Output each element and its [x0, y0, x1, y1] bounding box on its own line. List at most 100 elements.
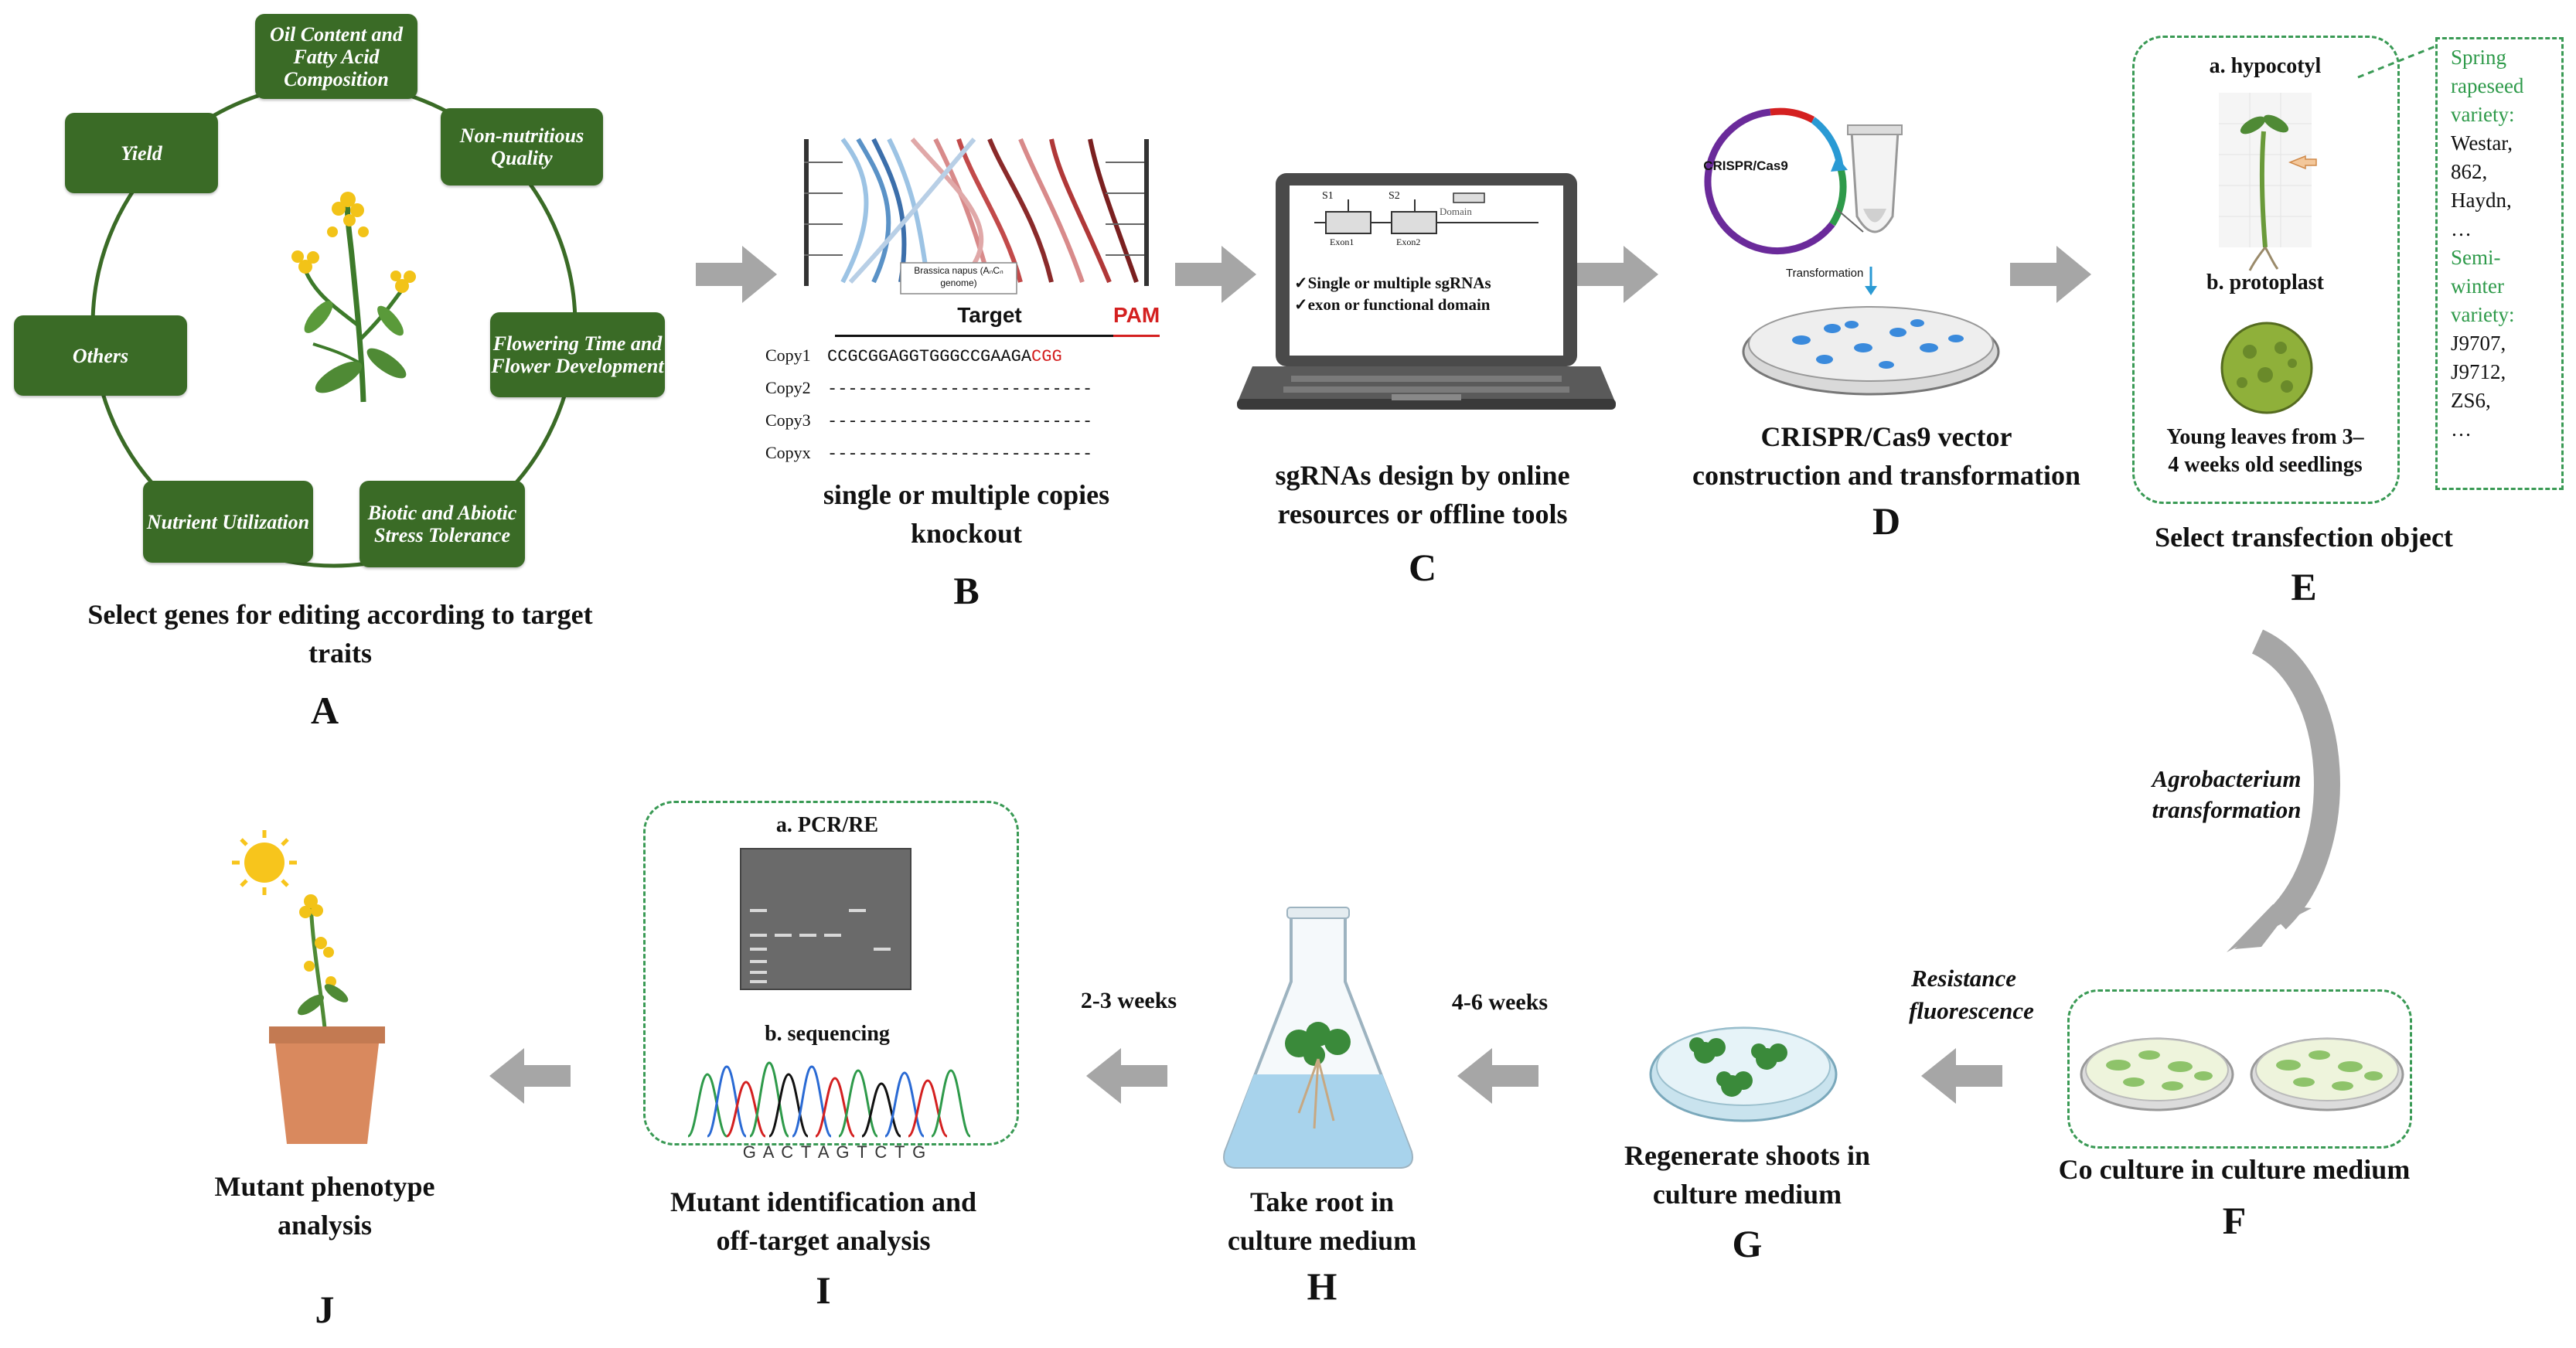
panel-f: Co culture in culture medium F	[2026, 974, 2443, 1268]
copy-row-x: Copyx--------------------------	[765, 437, 1183, 468]
trait-flowering-time: Flowering Time and Flower Development	[490, 312, 665, 397]
gel-electrophoresis-icon	[740, 848, 911, 990]
caption-i-line2: off-target analysis	[716, 1225, 931, 1256]
caption-f: Co culture in culture medium	[2058, 1154, 2411, 1185]
variety-line: Semi-	[2451, 246, 2501, 269]
target-header: Target	[957, 303, 1022, 327]
pcr-label: a. PCR/RE	[775, 813, 879, 837]
connector-line	[2357, 45, 2436, 79]
trait-non-nutritious-quality: Non-nutritious Quality	[441, 108, 603, 186]
caption-e: Select transfection object	[2155, 522, 2453, 553]
arrow-c-d	[1577, 246, 1658, 303]
caption-h-line1: Take root in	[1249, 1186, 1395, 1217]
caption-d-line1: CRISPR/Cas9 vector	[1760, 421, 2012, 452]
letter-a: A	[310, 689, 339, 732]
sun-icon	[232, 830, 297, 895]
variety-line: …	[2451, 217, 2472, 240]
trait-yield: Yield	[65, 113, 218, 193]
variety-line: Haydn,	[2451, 189, 2512, 212]
panel-b: Brassica napus (AₙCₙ genome) Target PAM …	[758, 116, 1191, 626]
letter-b: B	[953, 569, 980, 612]
variety-line: rapeseed	[2451, 74, 2524, 97]
copy-row-3: Copy3--------------------------	[765, 405, 1183, 436]
caption-g-line2: culture medium	[1652, 1179, 1842, 1210]
letter-i: I	[816, 1268, 831, 1312]
screen-s1: S1	[1322, 190, 1334, 202]
trait-stress-tolerance: Biotic and Abiotic Stress Tolerance	[359, 481, 525, 567]
sequencing-label: b. sequencing	[765, 1022, 890, 1046]
screen-check-1: ✓Single or multiple sgRNAs	[1294, 274, 1491, 292]
arrow-i-j	[489, 1048, 571, 1104]
panel-d: CRISPR/Cas9 Transformation CRISPR/Cas9 v…	[1654, 93, 2118, 557]
arrow-h-i	[1086, 1048, 1167, 1104]
variety-line: J9707,	[2451, 332, 2506, 355]
variety-line: 862,	[2451, 160, 2488, 183]
arrow-d-e	[2010, 246, 2091, 303]
pam-sequence: CGG	[1031, 347, 1062, 366]
caption-j-line1: Mutant phenotype	[214, 1171, 435, 1202]
panel-g: Regenerate shoots in culture medium G	[1569, 982, 1925, 1283]
caption-a: Select genes for editing according to ta…	[87, 599, 593, 669]
laptop-icon	[1237, 173, 1616, 410]
variety-line: J9712,	[2451, 360, 2506, 383]
caption-b-line2: knockout	[910, 518, 1023, 549]
copy-sequence: --------------------------	[827, 412, 1093, 431]
species-label: Brassica napus (AₙCₙ genome)	[914, 265, 1003, 288]
screen-check-2: ✓exon or functional domain	[1294, 295, 1491, 314]
letter-c: C	[1408, 546, 1437, 589]
copy-label: Copy2	[765, 378, 811, 397]
leaves-line-1: Young leaves from 3–	[2166, 425, 2364, 449]
copy-sequence: --------------------------	[827, 380, 1093, 399]
copy-row-1: Copy1 CCGCGGAGGTGGGCCGAAGACGG	[765, 340, 1183, 371]
letter-f: F	[2222, 1199, 2247, 1242]
weeks-label-h: 4-6 weeks	[1451, 989, 1549, 1015]
screen-domain: Domain	[1440, 206, 1472, 217]
header-rule	[835, 335, 1152, 337]
arrow-f-g	[1921, 1048, 2002, 1104]
letter-g: G	[1732, 1222, 1763, 1265]
transformation-label: Transformation	[1786, 267, 1864, 280]
letter-e: E	[2291, 565, 2317, 608]
trait-nutrient-utilization: Nutrient Utilization	[143, 481, 313, 563]
hypocotyl-seedling-icon	[2219, 93, 2317, 271]
copy-sequence: CCGCGGAGGTGGGCCGAAGA	[827, 347, 1032, 366]
caption-d-line2: construction and transformation	[1692, 460, 2080, 491]
variety-line: variety:	[2451, 103, 2515, 126]
resistance-label-2: fluorescence	[1909, 997, 2034, 1024]
identification-box	[643, 801, 1019, 1145]
variety-line: Spring	[2451, 46, 2507, 69]
co-culture-dishes-icon	[2080, 1037, 2404, 1111]
variety-line: ZS6,	[2451, 389, 2491, 412]
sequence-bases: G A C T A G T C T G	[742, 1142, 928, 1162]
variety-box	[2435, 37, 2564, 490]
variety-line: winter	[2451, 274, 2504, 298]
potted-mutant-plant-icon	[232, 830, 385, 1144]
rooting-flask-icon	[1223, 907, 1413, 1169]
panel-j: Mutant phenotype analysis J	[178, 819, 487, 1345]
caption-i-line1: Mutant identification and	[670, 1186, 977, 1217]
pam-header: PAM	[1113, 303, 1160, 327]
screen-exon2: Exon2	[1396, 237, 1421, 247]
screen-exon1: Exon1	[1330, 237, 1354, 247]
caption-c-line2: resources or offline tools	[1277, 499, 1568, 529]
caption-c-line1: sgRNAs design by online	[1275, 460, 1570, 491]
protoplast-cell-icon	[2220, 322, 2313, 414]
screen-s2: S2	[1389, 190, 1400, 202]
rapeseed-plant-icon	[291, 192, 416, 403]
transfection-object-box	[2132, 36, 2400, 504]
sequencing-chromatogram-icon	[687, 1061, 972, 1138]
variety-line: Westar,	[2451, 131, 2513, 155]
panel-a: Oil Content and Fatty Acid Composition N…	[0, 0, 665, 742]
panel-e: a. hypocotyl b. protoplast Young leaves …	[2087, 23, 2576, 626]
arrow-e-f	[2251, 629, 2340, 930]
pam-rule	[1113, 335, 1160, 337]
resistance-label-1: Resistance	[1910, 965, 2017, 992]
letter-j: J	[315, 1288, 335, 1331]
arrow-a-b	[696, 246, 777, 303]
caption-g-line1: Regenerate shoots in	[1624, 1140, 1870, 1171]
copy-label: Copy1	[765, 346, 811, 365]
regenerated-shoots-dish-icon	[1649, 1026, 1838, 1122]
arrow-g-h	[1457, 1048, 1538, 1104]
caption-b-line1: single or multiple copies	[823, 479, 1110, 510]
